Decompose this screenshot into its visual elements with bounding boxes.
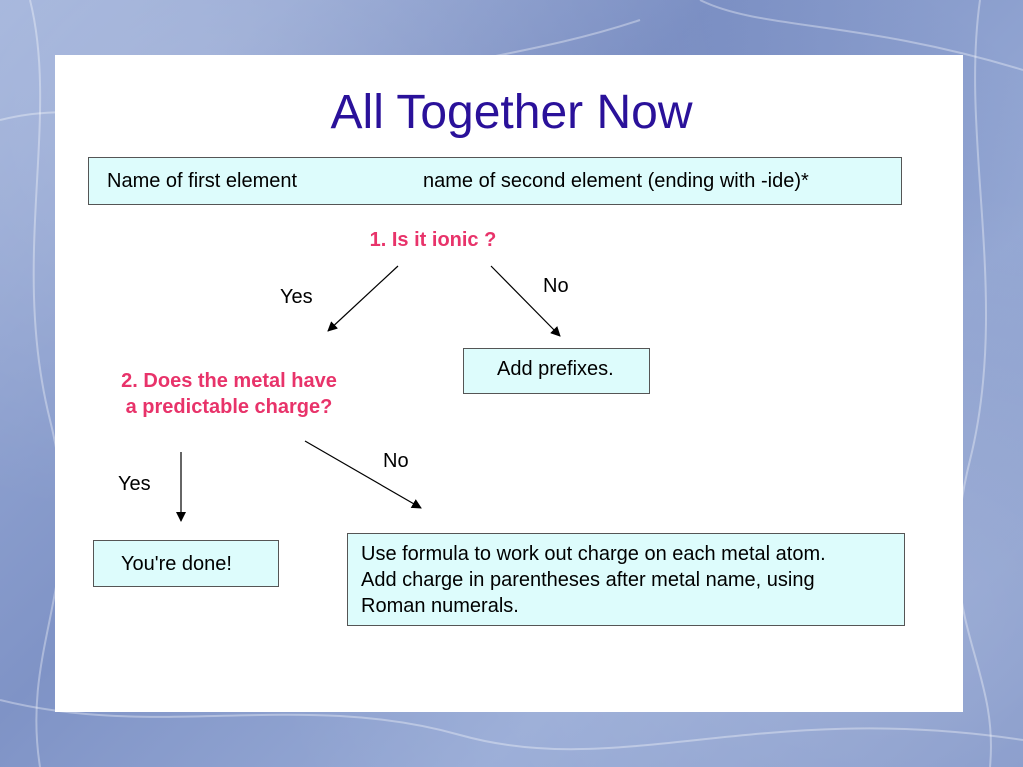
question2-line1: 2. Does the metal have bbox=[121, 370, 337, 392]
formula-part1: Name of first element bbox=[107, 170, 298, 192]
q1-no-label: No bbox=[543, 275, 569, 297]
add-prefixes-box: Add prefixes. bbox=[463, 348, 650, 394]
slide-title: All Together Now bbox=[330, 86, 693, 139]
formula-part2: name of second element (ending with -ide… bbox=[423, 170, 809, 192]
q1-yes-label: Yes bbox=[280, 286, 313, 308]
formula-box: Name of first element name of second ele… bbox=[88, 157, 902, 205]
done-text: You're done! bbox=[121, 553, 232, 575]
q2-no-label: No bbox=[383, 450, 409, 472]
question-predictable-charge: 2. Does the metal have a predictable cha… bbox=[94, 368, 364, 420]
question-ionic: 1. Is it ionic ? bbox=[369, 229, 497, 251]
done-box: You're done! bbox=[93, 540, 279, 587]
instructions-line3: Roman numerals. bbox=[361, 595, 519, 617]
arrow-q1-no bbox=[490, 265, 561, 337]
charge-instructions-box: Use formula to work out charge on each m… bbox=[347, 533, 905, 626]
instructions-line1: Use formula to work out charge on each m… bbox=[361, 543, 826, 565]
arrow-q2-no bbox=[304, 440, 422, 509]
question2-line2: a predictable charge? bbox=[125, 396, 333, 418]
instructions-line2: Add charge in parentheses after metal na… bbox=[361, 569, 815, 591]
add-prefixes-text: Add prefixes. bbox=[497, 358, 614, 380]
arrow-q1-yes bbox=[327, 265, 399, 332]
q2-yes-label: Yes bbox=[118, 473, 151, 495]
